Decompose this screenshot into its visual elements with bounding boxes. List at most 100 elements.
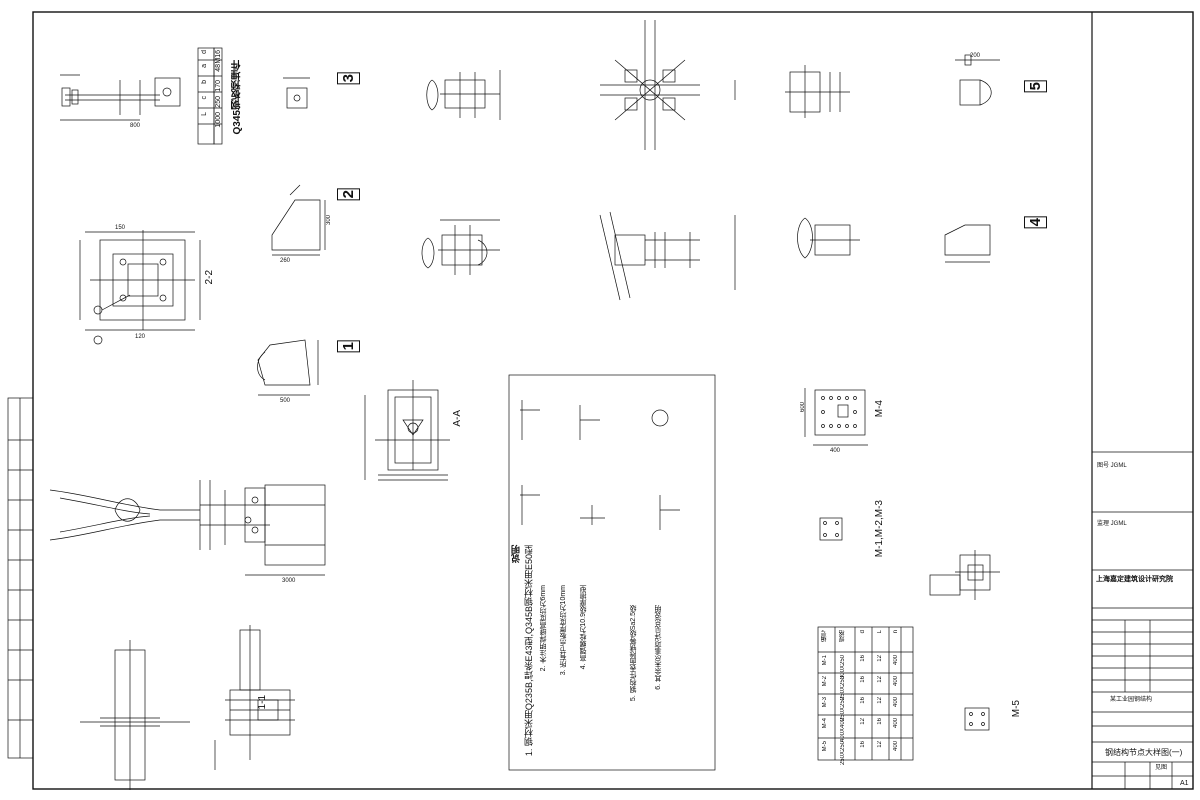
bolt-table-v1: 48 xyxy=(215,64,222,72)
anchor-r4c2: 12 xyxy=(860,718,866,725)
anchor-h3: L xyxy=(877,630,883,634)
detail-label-5: 5 xyxy=(1024,80,1047,93)
anchor-r4c3: 16 xyxy=(877,718,883,725)
anchor-h4: n xyxy=(893,630,899,634)
base-plate-detail xyxy=(79,230,201,345)
anchor-h2: d xyxy=(860,630,866,634)
institute-name: 上海嘉定建筑设计研究院 xyxy=(1096,576,1173,583)
truss-node-detail xyxy=(49,480,326,576)
bolt-plate-title: Q345钢板预埋件 xyxy=(232,60,243,135)
anchor-r1c3: 12 xyxy=(877,655,883,662)
bolt-table-grid xyxy=(197,47,223,145)
bolt-table-h2: b xyxy=(201,80,208,84)
scale-value: 见图 xyxy=(1155,765,1168,771)
section-label-M5: M-5 xyxy=(1011,700,1022,718)
title-block xyxy=(1092,451,1193,789)
dim-label-10: 200 xyxy=(970,53,981,59)
gusset-detail-4 xyxy=(944,224,991,263)
anchor-r3c0: M-3 xyxy=(822,697,828,708)
notes-line-2: 2. 未注明焊缝高度均为6mm xyxy=(540,585,547,672)
anchor-r3c2: 16 xyxy=(860,697,866,704)
gusset-detail-1 xyxy=(257,339,319,396)
dim-label-7: 3000 xyxy=(282,578,296,584)
bolt-table-v0: M16 xyxy=(215,50,222,64)
anchor-r2c3: 12 xyxy=(877,676,883,683)
notes-line-6: 6. 其余未尽事项详见总说明 xyxy=(655,605,662,690)
dim-label-1: 800 xyxy=(130,123,141,129)
anchor-h0: 编号 xyxy=(822,630,828,642)
plate-detail-5 xyxy=(955,54,1000,106)
detail-label-3: 3 xyxy=(337,72,360,85)
section-label-22: 2-2 xyxy=(204,270,215,285)
notes-line-5: 5. 钢构件表面除锈等级Sa2.5级 xyxy=(630,605,637,702)
bolt-detail xyxy=(60,74,181,121)
bolt-table-v4: 1000 xyxy=(215,112,222,128)
anchor-r3c4: 400 xyxy=(893,697,899,708)
notes-line-1: 1. 钢材采用Q235B,焊条E43型,Q345B钢材采用E50型 xyxy=(524,545,534,757)
bolt-table-h0: d xyxy=(201,50,208,54)
dim-label-4: 300 xyxy=(326,215,332,226)
column-elevation-detail xyxy=(80,640,190,790)
sheet-number: A1 xyxy=(1180,780,1189,787)
anchor-r5c3: 12 xyxy=(877,741,883,748)
anchor-r2c4: 400 xyxy=(893,676,899,687)
notes-weld-symbols xyxy=(520,400,680,530)
detail-label-2: 2 xyxy=(337,188,360,201)
notes-line-4: 4. 高强螺栓为10.9级摩擦型 xyxy=(580,585,587,670)
dim-label-8: 500 xyxy=(280,398,291,404)
detail-label-1: 1 xyxy=(337,340,360,353)
left-revision-strip xyxy=(7,397,34,759)
dim-label-6: 150 xyxy=(115,225,126,231)
sheet-border xyxy=(32,11,1194,790)
bolt-table-v2: 170 xyxy=(215,80,222,92)
connection-detail-right-1 xyxy=(785,65,850,118)
anchor-r5c1: 250X250 xyxy=(840,741,846,766)
bolt-table-h4: L xyxy=(201,112,208,116)
connection-detail-4 xyxy=(599,211,736,301)
connection-detail-top-2 xyxy=(421,219,500,275)
column-base-section xyxy=(364,380,450,481)
embedded-plate-M1 xyxy=(819,517,843,541)
anchor-r4c1: 400X400 xyxy=(840,718,846,743)
anchor-r2c2: 16 xyxy=(860,676,866,683)
anchor-table-grid xyxy=(817,626,914,761)
anchor-r4c4: 400 xyxy=(893,718,899,729)
anchor-r1c4: 400 xyxy=(893,655,899,666)
gusset-detail-2 xyxy=(271,184,326,256)
signature-block-1: 图号 JGML xyxy=(1097,463,1127,469)
dim-label-5: 120 xyxy=(135,334,146,340)
connection-detail-top-1 xyxy=(426,70,501,120)
plate-detail-3 xyxy=(283,77,310,109)
notes-line-3: 3. 所有节点板厚度均为10mm xyxy=(560,585,567,676)
dim-label-2: 600 xyxy=(800,402,806,413)
anchor-r4c0: M-4 xyxy=(822,718,828,729)
bolt-table-h3: c xyxy=(201,96,208,100)
signature-block-2: 监理 JGML xyxy=(1097,521,1127,527)
anchor-r5c0: M-5 xyxy=(822,741,828,752)
connection-detail-right-2 xyxy=(797,217,860,259)
section-label-11: 1-1 xyxy=(257,695,268,710)
section-1-1-detail xyxy=(214,625,295,770)
project-name: 某工业园钢结构 xyxy=(1110,697,1153,703)
notes-box xyxy=(508,374,716,771)
anchor-h1: 规格 xyxy=(840,630,846,642)
anchor-r2c0: M-2 xyxy=(822,676,828,687)
drawing-title: 钢结构节点大样图(一) xyxy=(1105,748,1183,757)
anchor-r3c3: 12 xyxy=(877,697,883,704)
embedded-plate-M5 xyxy=(964,707,990,731)
bolt-table-v3: 250 xyxy=(215,96,222,108)
section-label-M4: M-4 xyxy=(874,400,885,418)
anchor-r1c2: 16 xyxy=(860,655,866,662)
section-label-M1: M-1,M-2,M-3 xyxy=(874,500,885,558)
notes-title: 说明 xyxy=(511,545,521,563)
detail-label-4: 4 xyxy=(1024,216,1047,229)
anchor-r5c2: 16 xyxy=(860,741,866,748)
embedded-plate-M4 xyxy=(804,388,868,446)
section-label-AA: A-A xyxy=(452,410,463,427)
anchor-r1c0: M-1 xyxy=(822,655,828,666)
embedded-plate-M5-elev xyxy=(929,550,1000,600)
bolt-table-h1: a xyxy=(201,64,208,68)
anchor-r5c4: 400 xyxy=(893,741,899,752)
dim-label-3: 260 xyxy=(280,258,291,264)
